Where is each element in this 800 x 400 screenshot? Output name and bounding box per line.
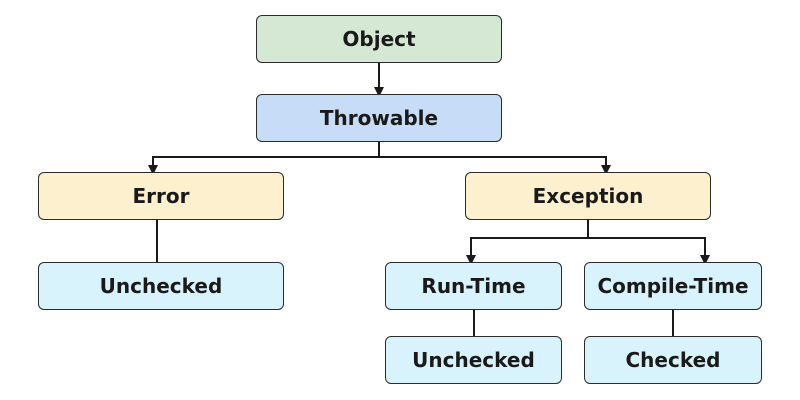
node-compile-checked-label: Checked xyxy=(625,348,721,372)
node-compile-time-label: Compile-Time xyxy=(597,274,749,298)
node-exception: Exception xyxy=(465,172,711,220)
node-object: Object xyxy=(256,15,502,63)
node-error-label: Error xyxy=(132,184,190,208)
node-compile-time: Compile-Time xyxy=(584,262,762,310)
node-throwable-label: Throwable xyxy=(319,106,439,130)
node-compile-checked: Checked xyxy=(584,336,762,384)
node-exception-label: Exception xyxy=(532,184,644,208)
node-error-unchecked-label: Unchecked xyxy=(99,274,223,298)
node-error-unchecked: Unchecked xyxy=(38,262,284,310)
node-error: Error xyxy=(38,172,284,220)
node-runtime-label: Run-Time xyxy=(421,274,526,298)
node-runtime: Run-Time xyxy=(385,262,562,310)
node-runtime-unchecked: Unchecked xyxy=(385,336,562,384)
node-object-label: Object xyxy=(342,27,416,51)
node-throwable: Throwable xyxy=(256,94,502,142)
node-runtime-unchecked-label: Unchecked xyxy=(412,348,535,372)
